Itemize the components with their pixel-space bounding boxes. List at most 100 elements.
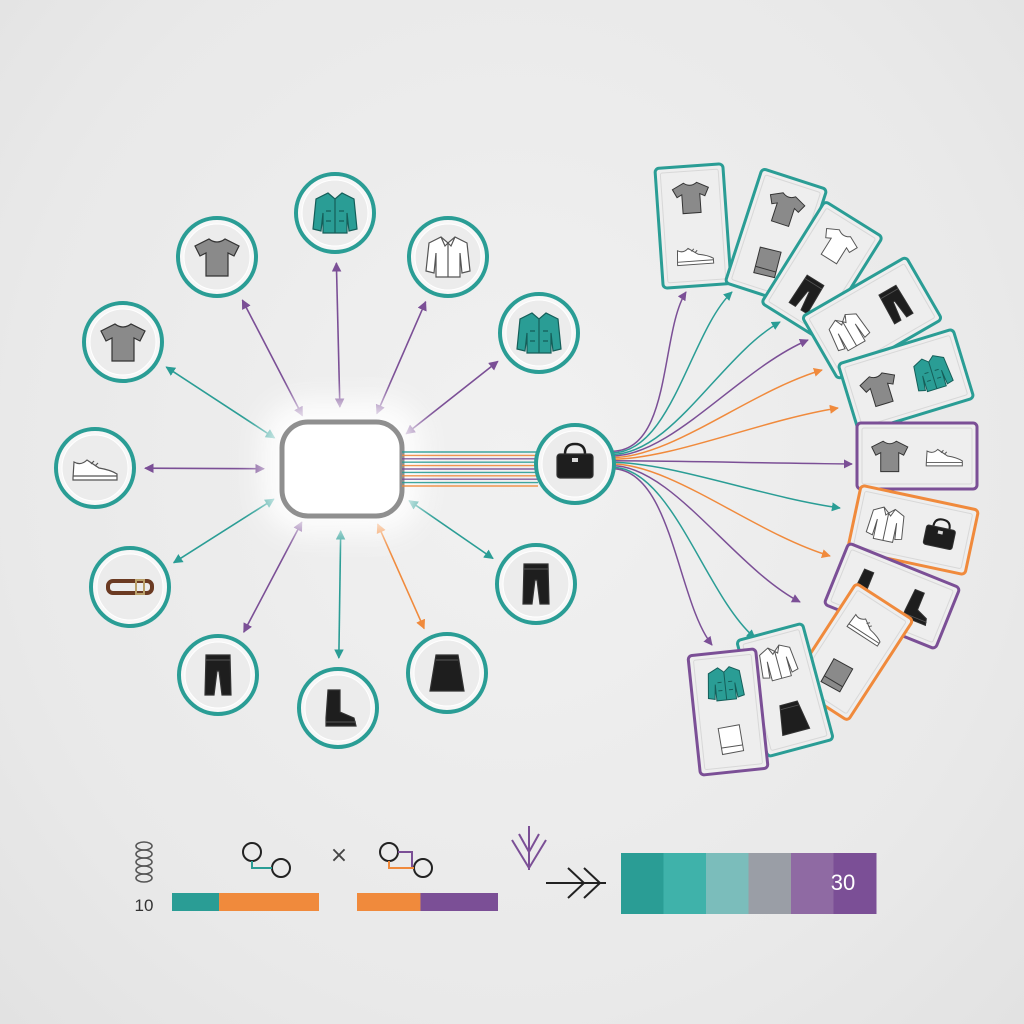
outfit-cards	[653, 162, 980, 777]
bar-b	[357, 893, 498, 911]
spoke-arrow	[408, 499, 494, 560]
jacket-icon	[516, 312, 562, 354]
fan-arrow	[611, 461, 841, 512]
outfit-card	[846, 484, 980, 576]
fan-arrow	[611, 468, 713, 646]
result-segment	[663, 853, 707, 914]
boot-icon	[325, 689, 357, 727]
spoke-arrow	[144, 463, 265, 474]
hub-item-node	[495, 543, 577, 625]
folded-shirt-icon	[717, 724, 745, 756]
spoke-arrow	[376, 523, 425, 630]
tshirt-icon	[194, 238, 240, 277]
result-segment	[748, 853, 792, 914]
spoke-arrow	[172, 498, 275, 564]
hub-item-node	[407, 216, 489, 298]
source-item-node	[534, 423, 616, 505]
bar-segment	[219, 893, 319, 911]
pants-icon	[204, 654, 232, 696]
handbag-icon	[556, 442, 594, 479]
outfit-card	[837, 328, 975, 434]
spoke-arrow	[241, 299, 304, 417]
jacket-icon	[312, 192, 358, 234]
spoke-arrow	[405, 360, 499, 435]
spoke-arrow	[243, 521, 303, 634]
tshirt-icon	[820, 228, 858, 265]
hub-item-node	[54, 427, 136, 509]
tshirt-icon	[671, 181, 710, 215]
hub-spokes	[144, 262, 499, 659]
handbag-icon	[922, 518, 956, 551]
fan-arrow	[611, 368, 823, 459]
bar-segment	[357, 893, 421, 911]
bar-a	[172, 893, 319, 911]
hub-item-node	[498, 292, 580, 374]
fan-arrow	[611, 321, 781, 456]
fan-arrow	[611, 464, 801, 603]
sneaker-icon	[676, 247, 715, 267]
fan-arrow	[611, 459, 853, 469]
shirt-icon	[425, 236, 471, 278]
jacket-icon	[707, 666, 745, 702]
multiply-symbol: ×	[329, 843, 349, 868]
result-segment	[833, 853, 877, 914]
merge-arrow-icon	[511, 826, 547, 870]
result-bar	[621, 853, 877, 914]
spoke-arrow	[165, 366, 276, 439]
shirt-icon	[759, 644, 799, 682]
pants-icon	[878, 284, 914, 325]
fan-arrow	[611, 291, 687, 452]
spoke-arrow	[334, 530, 346, 659]
hub-item-node	[297, 667, 379, 749]
linked-circles-icon	[379, 842, 433, 878]
fan-arrow	[611, 339, 809, 457]
tshirt-icon	[769, 192, 806, 228]
sneaker-icon	[846, 613, 881, 647]
bar-segment	[420, 893, 498, 911]
folded-shirt-icon	[820, 658, 854, 693]
arrow-right-icon	[546, 867, 606, 899]
result-segment	[706, 853, 749, 914]
count-value: 10	[134, 896, 154, 915]
hub-to-source-bundle	[402, 451, 538, 487]
result-segment	[621, 853, 664, 914]
result-value: 30	[830, 870, 856, 895]
tshirt-icon	[859, 372, 896, 408]
shirt-icon	[828, 313, 871, 352]
skirt-icon	[779, 700, 811, 737]
pants-icon	[522, 563, 550, 605]
outfit-card	[855, 421, 979, 491]
skirt-icon	[429, 654, 465, 692]
fan-arrow	[611, 291, 733, 454]
tshirt-icon	[871, 440, 909, 473]
hub-item-node	[89, 546, 171, 628]
hub-item-node	[406, 632, 488, 714]
linked-circles-icon	[242, 842, 291, 878]
hub-item-node	[177, 634, 259, 716]
hub-item-node	[176, 216, 258, 298]
bar-segment	[172, 893, 220, 911]
hub-center	[262, 400, 422, 534]
hub-item-node	[82, 301, 164, 383]
hub-item-node	[294, 172, 376, 254]
spoke-arrow	[375, 300, 427, 415]
folded-shirt-icon	[753, 246, 782, 279]
tshirt-icon	[100, 323, 146, 362]
fan-arrow	[611, 466, 756, 639]
fan-arrow	[611, 463, 831, 558]
result-segment	[791, 853, 834, 914]
jacket-icon	[913, 355, 954, 393]
legend	[135, 826, 877, 914]
outfit-card	[653, 162, 733, 290]
fan-lines	[611, 291, 853, 646]
outfit-card	[686, 647, 770, 777]
coin-stack-icon	[135, 841, 153, 883]
outfit-card	[802, 256, 942, 380]
sneaker-icon	[72, 459, 118, 481]
belt-icon	[106, 579, 154, 595]
sneaker-icon	[925, 448, 963, 467]
fan-arrow	[611, 404, 839, 460]
pants-icon	[788, 274, 825, 315]
spoke-arrow	[331, 262, 345, 408]
